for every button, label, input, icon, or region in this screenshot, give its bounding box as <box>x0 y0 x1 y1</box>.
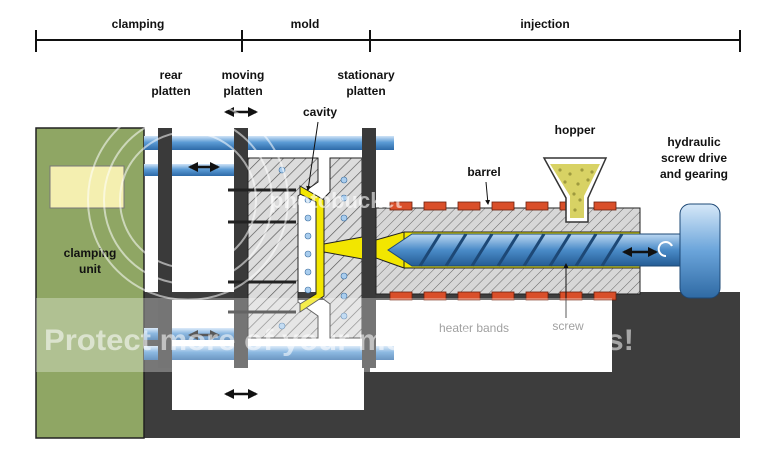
clamping-unit <box>35 127 145 439</box>
label-moving-platten-2: platten <box>223 84 262 98</box>
watermark: Protect more of your memories for less! … <box>36 99 634 372</box>
label-hydraulic-3: and gearing <box>660 167 728 181</box>
label-hydraulic-2: screw drive <box>661 151 727 165</box>
watermark-logo-text: photobucket <box>270 188 403 213</box>
label-stationary-platten-1: stationary <box>337 68 395 82</box>
rear-platen <box>158 128 172 368</box>
label-heater-bands: heater bands <box>439 321 509 335</box>
label-hydraulic-1: hydraulic <box>667 135 721 149</box>
label-rear-platten-1: rear <box>160 68 183 82</box>
label-barrel: barrel <box>467 165 500 179</box>
section-label-clamping: clamping <box>112 17 165 31</box>
label-moving-platten-1: moving <box>222 68 265 82</box>
label-clamping-unit-1: clamping <box>64 246 117 260</box>
label-hopper: hopper <box>555 123 596 137</box>
hydraulic-drive <box>657 203 721 299</box>
mold <box>228 157 369 339</box>
label-cavity: cavity <box>303 105 337 119</box>
watermark-text: Protect more of your memories for less! <box>44 324 634 357</box>
section-label-injection: injection <box>520 17 569 31</box>
heater-bands-bottom <box>389 291 617 301</box>
label-screw: screw <box>552 319 584 333</box>
label-rear-platten-2: platten <box>151 84 190 98</box>
section-scale: clamping mold injection <box>35 17 741 52</box>
barrel-pointer <box>485 181 491 205</box>
cavity-pointer <box>306 121 319 191</box>
screw <box>387 233 681 267</box>
stationary-platen <box>362 128 376 368</box>
moving-platen <box>234 128 248 368</box>
section-label-mold: mold <box>291 17 320 31</box>
label-clamping-unit-2: unit <box>79 262 101 276</box>
label-stationary-platten-2: platten <box>346 84 385 98</box>
hopper <box>542 157 608 223</box>
